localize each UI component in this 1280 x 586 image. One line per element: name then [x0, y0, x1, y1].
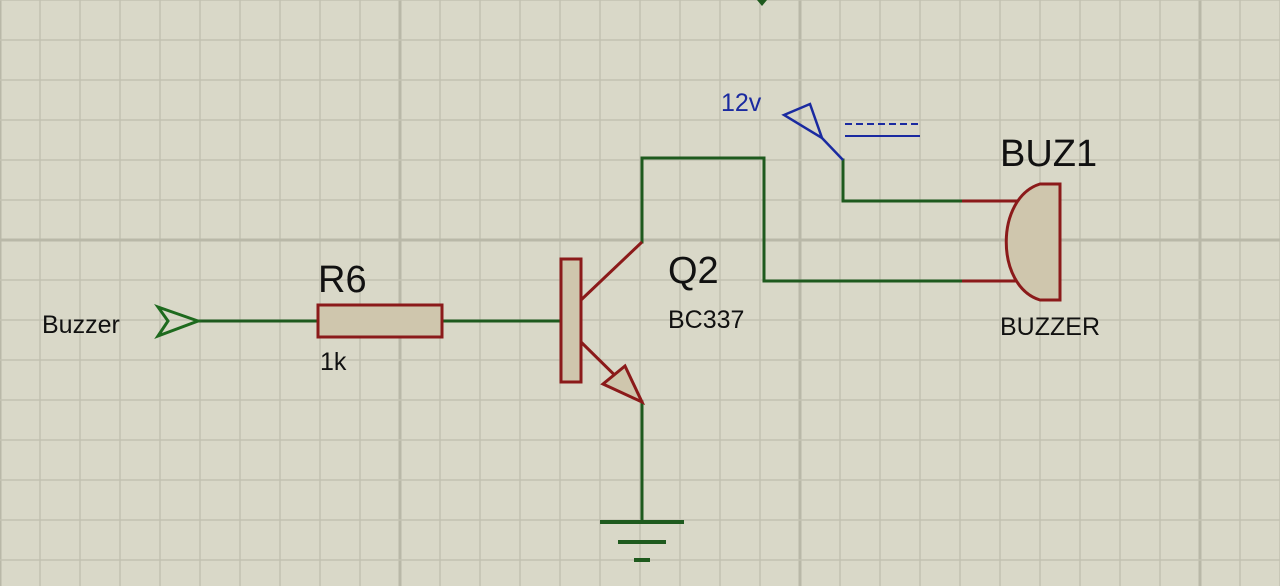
transistor-part: BC337 — [668, 306, 744, 334]
transistor-q2[interactable]: Q2 BC337 — [559, 240, 744, 406]
emitter-arrow-icon — [600, 363, 646, 406]
buzzer-buz1[interactable]: BUZ1 BUZZER — [962, 133, 1100, 341]
resistor-value: 1k — [320, 348, 347, 376]
power-arrow-icon — [781, 102, 825, 141]
port-triangle-icon — [154, 304, 203, 340]
ground-icon[interactable] — [600, 520, 684, 562]
resistor-body — [316, 303, 444, 339]
transistor-ref: Q2 — [668, 250, 719, 292]
top-edge-marker — [757, 0, 767, 6]
wire-collector-to-buzzer[interactable] — [640, 156, 964, 283]
buzzer-body-icon — [1004, 182, 1062, 302]
input-port[interactable]: Buzzer — [42, 304, 203, 340]
input-port-label: Buzzer — [42, 311, 120, 339]
power-label: 12v — [721, 89, 762, 117]
wire-power-to-buzzer[interactable] — [841, 158, 964, 203]
power-terminal[interactable]: 12v — [721, 89, 920, 161]
transistor-collector-lead — [579, 240, 644, 302]
power-lead — [821, 137, 844, 161]
buzzer-ref: BUZ1 — [1000, 133, 1097, 175]
resistor-ref: R6 — [318, 259, 367, 301]
buzzer-part: BUZZER — [1000, 313, 1100, 341]
resistor-r6[interactable]: R6 1k — [316, 259, 444, 376]
transistor-base-bar — [559, 257, 583, 384]
wires — [198, 156, 964, 524]
